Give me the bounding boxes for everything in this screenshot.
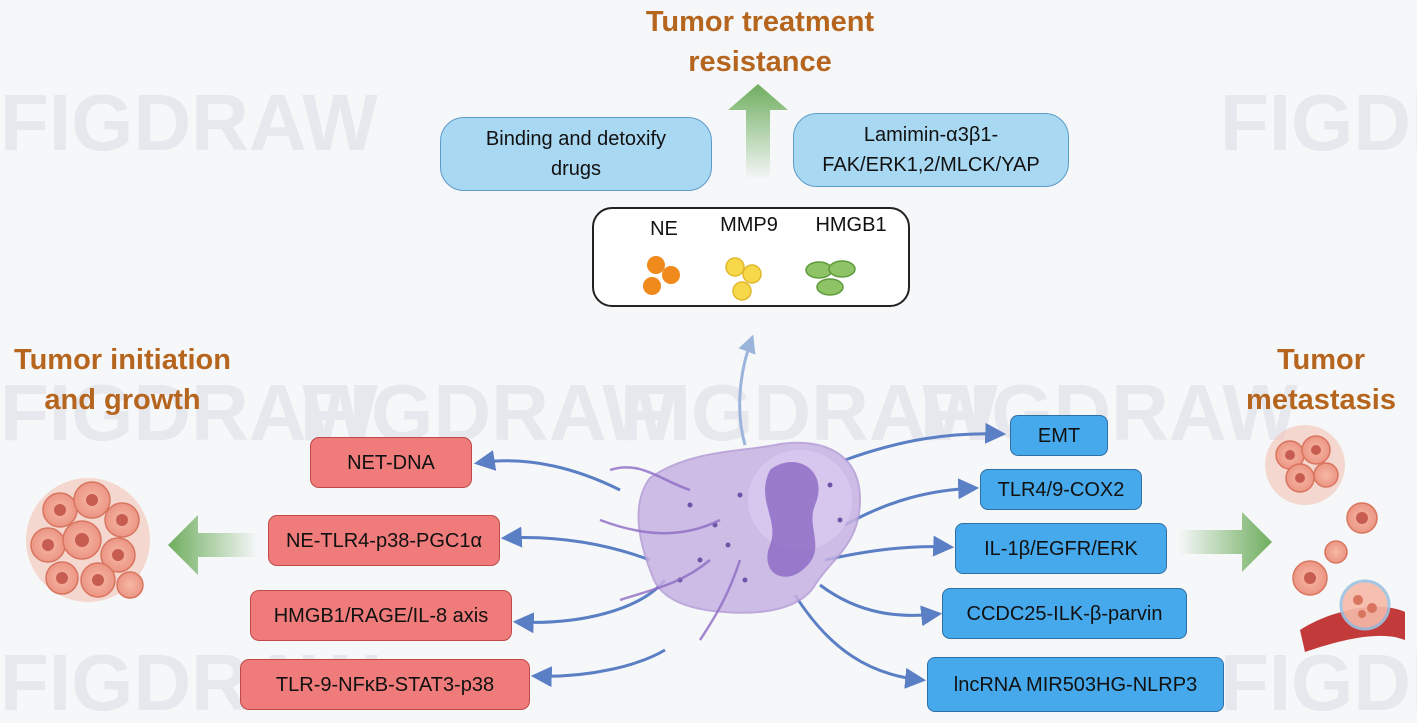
green-arrow-right [1178,512,1272,572]
connector-ccdc25 [819,583,943,627]
label-hmgb1: HMGB1 [815,214,887,236]
watermark: FIGDRAW FIGDRAW FIGDRAW FIGDRAW FIGDRAW … [0,78,1417,723]
box-laminin-fak-erk: Lamimin-α3β1- FAK/ERK1,2/MLCK/YAP [793,113,1069,187]
connector-tlr4-cox2 [844,478,980,527]
metastasis-connectors [793,422,1007,689]
box-il1b-egfr-erk: IL-1β/EGFR/ERK [955,523,1167,574]
watermark-text: FIGDRAW [1220,638,1417,723]
green-arrow-up [728,84,788,180]
initiation-connectors [473,450,667,688]
box-ne-tlr4-p38-pgc1a: NE-TLR4-p38-PGC1α [268,515,500,566]
box-binding-detoxify-drugs: Binding and detoxify drugs [440,117,712,191]
box-hmgb1-rage-il8: HMGB1/RAGE/IL-8 axis [250,590,512,641]
box-tlr9-nfkb-stat3-p38: TLR-9-NFκB-STAT3-p38 [240,659,530,710]
box-net-dna: NET-DNA [310,437,472,488]
connector-il1b [824,535,955,562]
connector-emt [844,422,1007,462]
granule-icons [643,256,856,301]
neutrophil-cell [599,441,862,641]
watermark-text: FIGDRAW [0,78,378,167]
watermark-text: FIGDRAW [1220,78,1417,167]
tumor-cluster-left [26,478,150,602]
box-ccdc25-ilk-parvin: CCDC25-ILK-β-parvin [942,588,1187,639]
title-tumor-metastasis: Tumor metastasis [1246,344,1396,416]
ne-granule-icon [643,256,680,295]
title-tumor-treatment-resistance: Tumor treatment resistance [645,6,875,78]
box-tlr4-9-cox2: TLR4/9-COX2 [980,469,1142,510]
green-arrow-left [168,515,258,575]
label-mmp9: MMP9 [720,214,778,236]
connector-tlr9 [530,648,666,688]
connector-hmgb1 [512,579,667,634]
connector-lncrna [793,594,927,689]
metastasis-cells [1265,425,1405,652]
title-tumor-initiation-growth: Tumor initiation and growth [14,344,231,416]
connector-ne-tlr4 [500,526,651,562]
box-lncrna-mir503hg-nlrp3: lncRNA MIR503HG-NLRP3 [927,657,1224,712]
box-emt: EMT [1010,415,1108,456]
watermark-text: FIGDRAW [620,368,998,457]
hmgb1-granule-icon [805,260,856,296]
mmp9-granule-icon [725,257,762,301]
arrow-to-granules [738,334,756,446]
watermark-text: FIGDRAW [920,368,1298,457]
label-ne: NE [650,218,678,240]
connector-net-dna [473,450,621,492]
